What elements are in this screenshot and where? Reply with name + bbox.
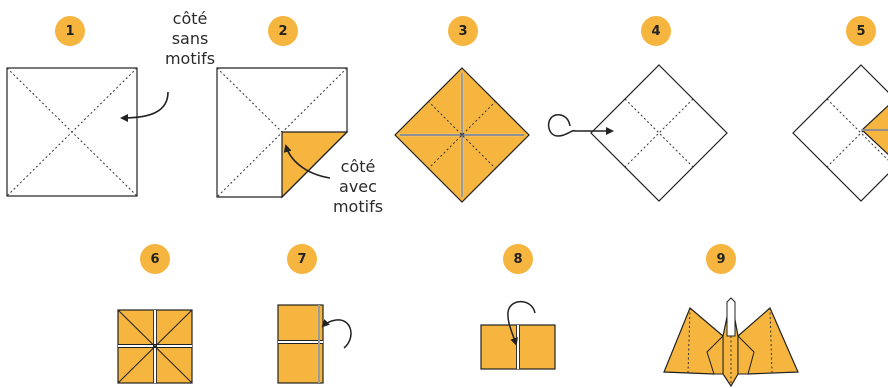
step-4-diamond [547, 64, 728, 202]
step-6-badge: 6 [140, 244, 170, 274]
plain-side-label: côté sans motifs [150, 9, 230, 69]
step-9-fortune-teller [663, 297, 799, 388]
step-2-arrow [283, 144, 331, 179]
step-5-badge: 5 [846, 16, 876, 46]
step-3-badge: 3 [448, 16, 478, 46]
step-7-badge: 7 [287, 244, 317, 274]
step-4-turnover-arrow [547, 113, 614, 137]
patterned-side-label: côté avec motifs [318, 157, 398, 217]
step-1-square [6, 67, 169, 197]
step-1-badge: 1 [55, 16, 85, 46]
step-7-arrow [321, 318, 352, 349]
step-5-diamond [792, 64, 888, 202]
step-7-rectangle [277, 304, 352, 384]
step-9-badge: 9 [706, 244, 736, 274]
step-6-square [117, 309, 193, 384]
step-8-rectangle [480, 300, 556, 370]
step-1-arrow [120, 91, 169, 122]
step-3-diamond [394, 67, 530, 203]
step-2-badge: 2 [268, 16, 298, 46]
plain-side-text: côté sans motifs [164, 9, 216, 68]
step-4-badge: 4 [641, 16, 671, 46]
step-8-badge: 8 [503, 244, 533, 274]
patterned-side-text: côté avec motifs [332, 157, 384, 216]
step-2-square [216, 67, 349, 199]
step-8-arrow [507, 300, 536, 346]
